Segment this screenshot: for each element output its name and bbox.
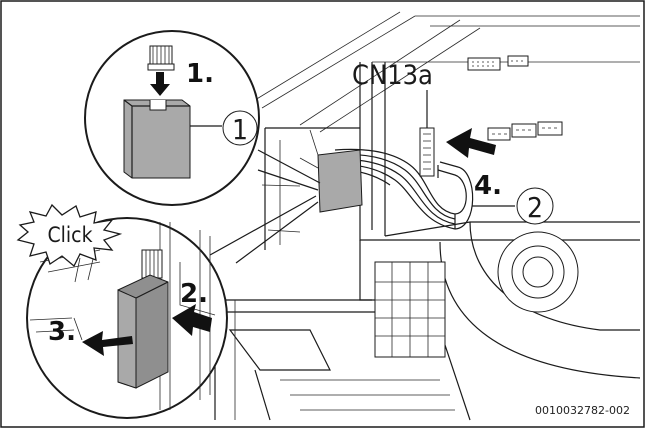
arrow-down-icon (150, 72, 170, 96)
callout-2-circle (516, 187, 554, 225)
boiler-housing (214, 11, 641, 421)
step-1-label: 1. (186, 59, 214, 89)
detail-circle-top (84, 30, 260, 206)
terminal-grid (374, 261, 446, 358)
step-2-label: 2. (180, 279, 208, 309)
module-installed (261, 129, 363, 233)
connector-label: CN13a (352, 60, 433, 91)
step-4-label: 4. (474, 171, 502, 201)
callout-1-circle (222, 110, 258, 146)
zoom-line-bottom (209, 195, 319, 264)
arrow-left-icon (82, 331, 133, 356)
click-burst-icon (16, 203, 123, 268)
pcb-connectors (419, 55, 563, 177)
callout-2-number: 2 (527, 191, 543, 224)
step-3-label: 3. (48, 317, 76, 347)
document-code: 0010032782-002 (535, 404, 630, 417)
arrow-step4-icon (446, 128, 496, 158)
detail-circle-bottom (26, 217, 228, 419)
zoom-line-top (257, 149, 321, 191)
click-label: Click (47, 223, 92, 247)
arrow-step2-icon (172, 304, 212, 336)
callout-1-number: 1 (232, 113, 248, 146)
